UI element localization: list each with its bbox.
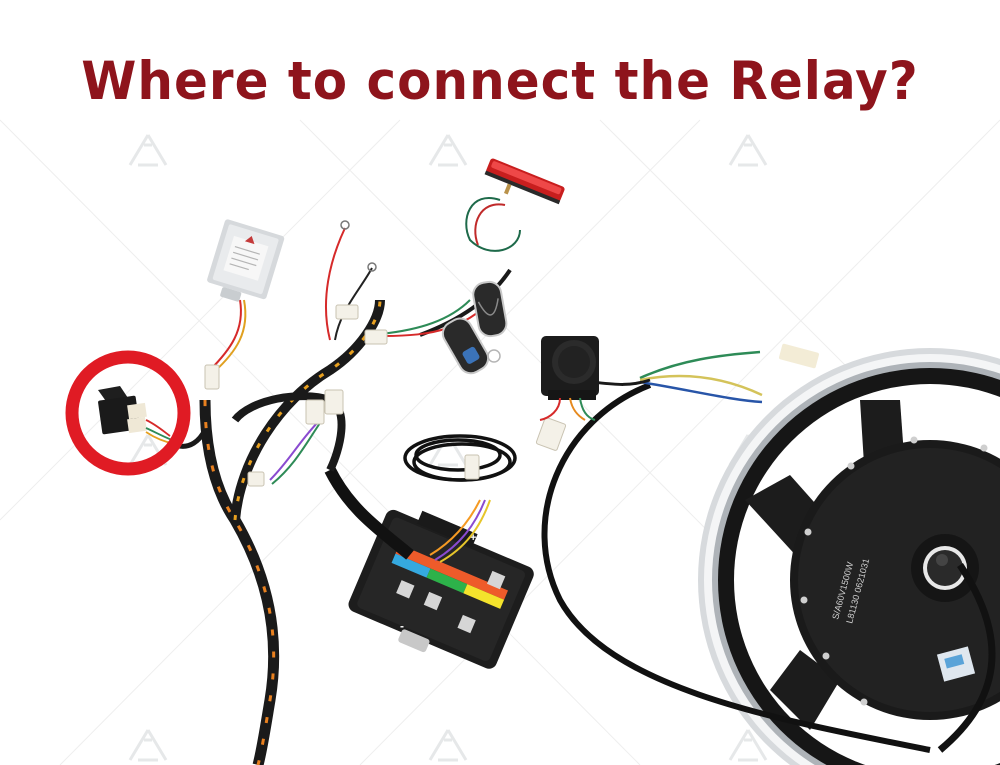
ring-terminals <box>340 220 377 272</box>
motor-phase-cable <box>541 382 931 753</box>
remote-keys <box>441 280 508 375</box>
dc-converter <box>207 219 285 302</box>
brake-light <box>484 158 565 205</box>
controller-minus-label: - <box>400 619 404 633</box>
coiled-cable <box>403 434 517 482</box>
page-title: Where to connect the Relay? <box>81 50 919 112</box>
controller-plus-label: + <box>470 532 476 544</box>
relay-highlight-circle <box>65 350 191 476</box>
relay <box>98 386 208 449</box>
wire-connectors <box>204 304 567 487</box>
hub-motor-wheel: S/A60V1500W L81130 0621031 <box>698 348 1000 765</box>
alarm-siren <box>539 336 599 421</box>
motor-connector <box>639 343 819 404</box>
